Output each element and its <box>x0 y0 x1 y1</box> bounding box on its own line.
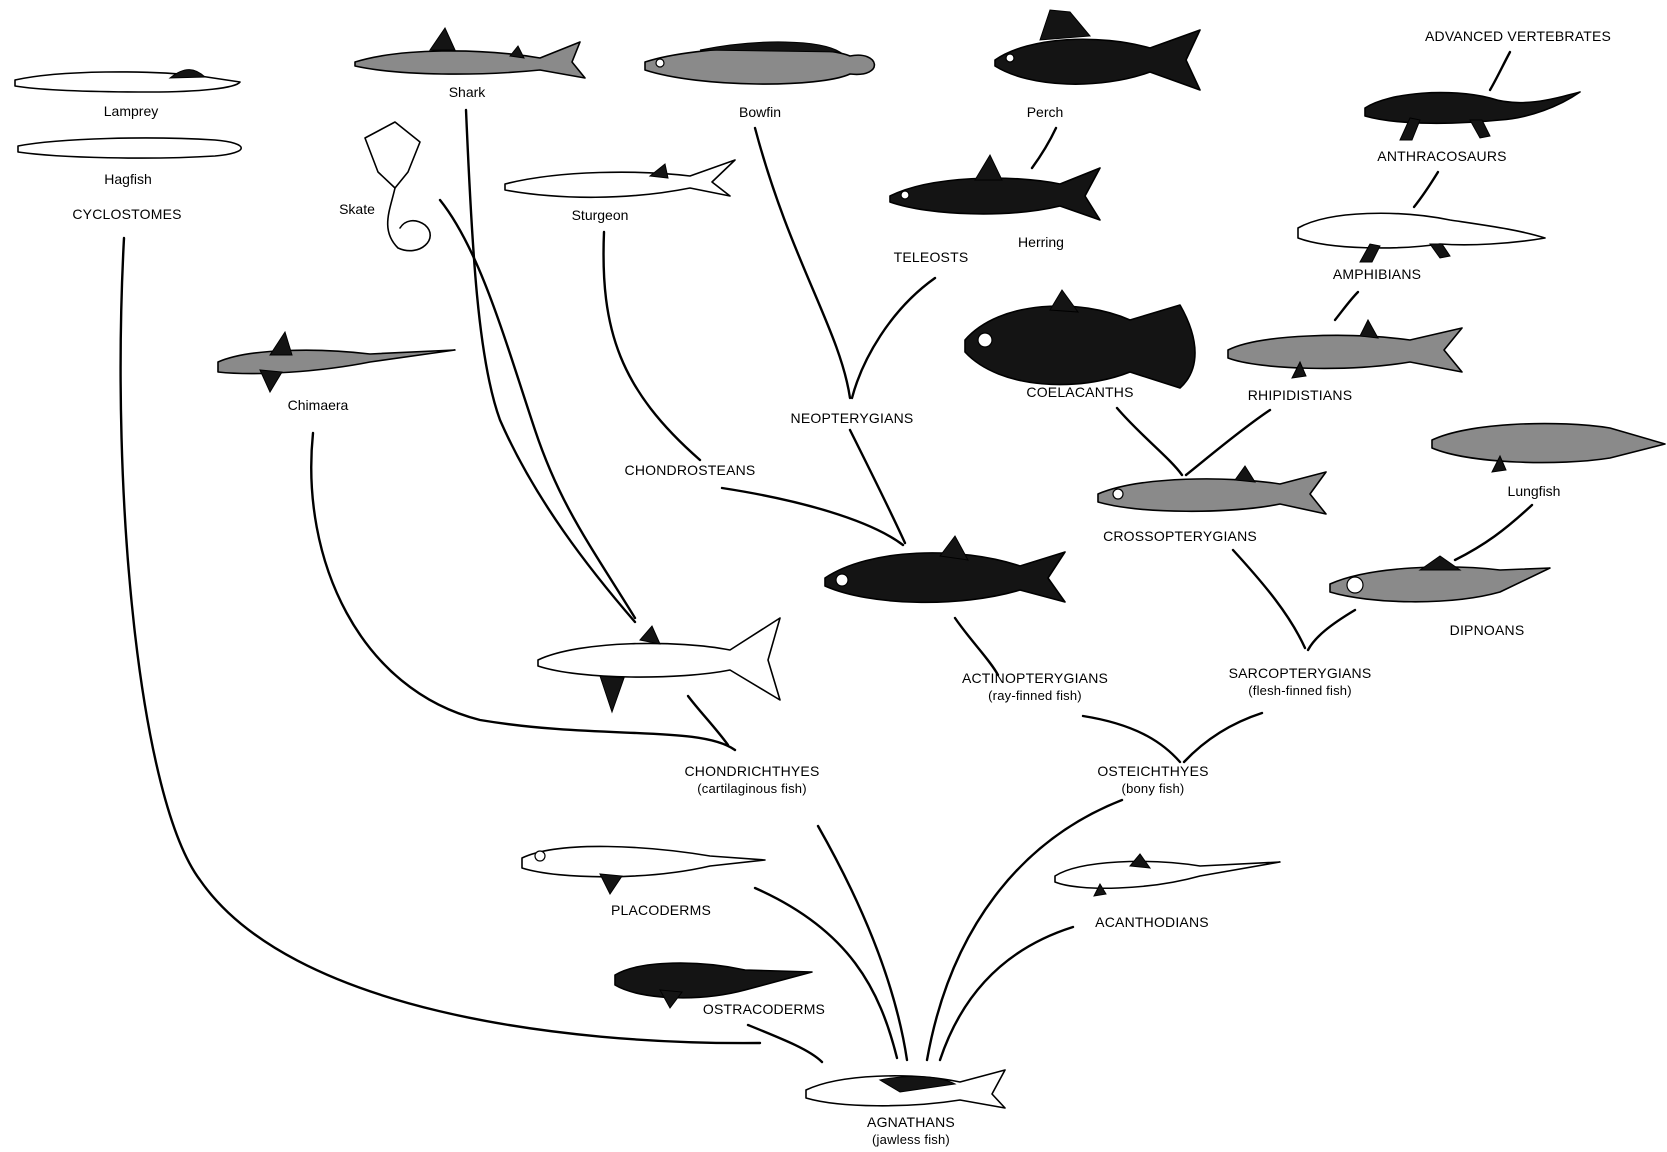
label-coelacanths: COELACANTHS <box>1026 384 1134 400</box>
edge-placoderms-agnathans <box>753 886 899 1060</box>
edge-shark-stem-chondrichthyes <box>686 694 730 747</box>
dipnoan-drawing <box>1329 555 1551 603</box>
edge-chondrosteans-stem <box>720 486 905 547</box>
perch-drawing <box>994 9 1201 91</box>
label-osteichthyes: OSTEICHTHYES (bony fish) <box>1097 763 1209 796</box>
edge-dipnoans-sarcopterygians <box>1306 608 1357 652</box>
shark-stem-drawing <box>537 617 781 714</box>
label-shark: Shark <box>448 84 486 100</box>
label-bowfin: Bowfin <box>738 104 782 120</box>
edge-stem-actinopterygians <box>953 616 1000 677</box>
label-chondrichthyes: CHONDRICHTHYES (cartilaginous fish) <box>684 763 820 796</box>
edge-chondrichthyes-agnathans <box>816 824 909 1062</box>
coelacanth-drawing <box>964 289 1196 389</box>
edge-rhipidistians-amphibians <box>1333 290 1360 322</box>
bowfin-drawing <box>644 41 876 85</box>
branch-lines <box>119 50 1534 1064</box>
hagfish-drawing <box>17 137 242 159</box>
amphibian-drawing <box>1297 212 1546 263</box>
edge-teleosts-neopterygians <box>850 276 937 400</box>
label-teleosts: TELEOSTS <box>893 249 969 265</box>
label-skate: Skate <box>339 201 375 217</box>
chimaera-drawing <box>217 330 456 394</box>
edge-coelacanths-crossopterygians <box>1115 406 1184 477</box>
label-hagfish: Hagfish <box>104 171 152 187</box>
edge-perch-herring <box>1030 126 1058 170</box>
edge-skate-line <box>438 198 637 620</box>
organisms <box>14 9 1666 1109</box>
edge-actinopterygians-osteichthyes <box>1081 714 1182 764</box>
label-herring: Herring <box>1018 234 1064 250</box>
edge-acanthodians-agnathans <box>938 925 1075 1062</box>
label-perch: Perch <box>1026 104 1064 120</box>
edge-sturgeon-chondrosteans <box>602 230 702 462</box>
label-chimaera: Chimaera <box>287 397 349 413</box>
edge-lungfish-dipnoans <box>1453 503 1534 562</box>
skate-drawing <box>364 121 431 252</box>
label-lamprey: Lamprey <box>103 103 159 119</box>
lungfish-drawing <box>1431 422 1666 473</box>
edge-cyclostomes-agnathans <box>119 236 762 1045</box>
acanthodian-drawing <box>1054 853 1281 897</box>
placoderm-drawing <box>521 845 766 895</box>
label-acanthodians: ACANTHODIANS <box>1095 914 1209 930</box>
lamprey-drawing <box>14 69 241 93</box>
label-rhipidistians: RHIPIDISTIANS <box>1247 387 1353 403</box>
rhipidistian-drawing <box>1227 318 1463 379</box>
edge-osteichthyes-agnathans <box>925 798 1124 1062</box>
label-agnathans: AGNATHANS (jawless fish) <box>867 1114 955 1147</box>
label-anthracosaurs: ANTHRACOSAURS <box>1377 148 1507 164</box>
label-placoderms: PLACODERMS <box>610 902 712 918</box>
edge-amphibians-anthracosaurs <box>1412 170 1440 209</box>
crossopterygian-drawing <box>1097 465 1327 515</box>
label-lungfish: Lungfish <box>1507 483 1561 499</box>
edge-chimaera-chondrichthyes <box>310 431 737 752</box>
label-advanced-vertebrates: ADVANCED VERTEBRATES <box>1424 28 1612 44</box>
herring-drawing <box>889 153 1101 221</box>
label-sturgeon: Sturgeon <box>571 207 629 223</box>
label-cyclostomes: CYCLOSTOMES <box>72 206 182 222</box>
edge-rhipidistians-crossopterygians <box>1184 408 1272 477</box>
edge-crossopterygians-sarcopterygians <box>1231 548 1307 650</box>
label-ostracoderms: OSTRACODERMS <box>702 1001 826 1017</box>
anthracosaur-drawing <box>1364 91 1581 141</box>
label-chondrosteans: CHONDROSTEANS <box>624 462 756 478</box>
edge-shark-line <box>464 108 637 624</box>
sturgeon-drawing <box>504 159 736 199</box>
label-crossopterygians: CROSSOPTERYGIANS <box>1103 528 1257 544</box>
ostracoderm-drawing <box>614 962 813 1009</box>
agnathan-drawing <box>805 1069 1006 1109</box>
label-dipnoans: DIPNOANS <box>1449 622 1525 638</box>
edge-sarcopterygians-osteichthyes <box>1182 711 1264 764</box>
edge-neopterygians-stem <box>848 428 907 545</box>
label-sarcopterygians: SARCOPTERYGIANS (flesh-finned fish) <box>1228 665 1372 698</box>
label-amphibians: AMPHIBIANS <box>1332 266 1422 282</box>
label-neopterygians: NEOPTERYGIANS <box>790 410 914 426</box>
label-actinopterygians: ACTINOPTERYGIANS (ray-finned fish) <box>961 670 1109 703</box>
shark-drawing <box>354 26 586 79</box>
edge-anthracosaurs-advanced <box>1488 50 1512 92</box>
edge-ostracoderms-agnathans <box>746 1023 824 1064</box>
edge-bowfin-neopterygians <box>753 126 852 400</box>
actinopterygian-stem-drawing <box>824 535 1066 604</box>
